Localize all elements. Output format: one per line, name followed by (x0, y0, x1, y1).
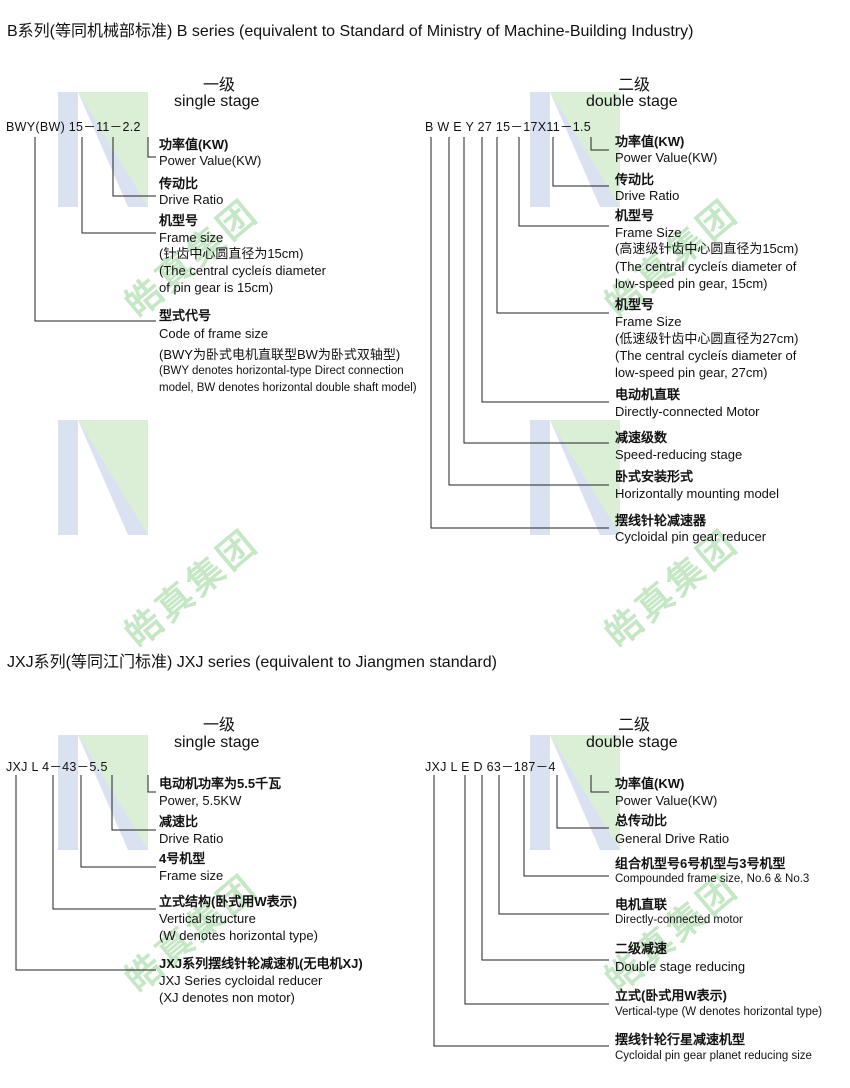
item-en: Compounded frame size, No.6 & No.3 (615, 873, 810, 885)
item-en: Drive Ratio (159, 192, 224, 207)
item-en: Code of frame size (159, 326, 269, 341)
item-cn: 二级减速 (615, 941, 668, 956)
item-note: of pin gear is 15cm) (159, 280, 274, 295)
item-en: Directly-connected motor (615, 914, 743, 926)
stage-heading-en: single stage (174, 734, 260, 751)
item-note: model, BW denotes horizontal double shaf… (159, 382, 417, 394)
item-en: Drive Ratio (615, 188, 680, 203)
logo-watermark (530, 92, 620, 207)
stage-heading-cn: 一级 (203, 77, 236, 94)
item-cn: 电动机功率为5.5千瓦 (159, 776, 282, 791)
item-en: Cycloidal pin gear reducer (615, 529, 767, 544)
item-note: low-speed pin gear, 15cm) (615, 276, 768, 291)
item-en: Vertical-type (W denotes horizontal type… (615, 1006, 823, 1018)
section-title-jxj-series: JXJ系列(等同江门标准) JXJ series (equivalent to … (7, 654, 497, 671)
item-cn: 功率值(KW) (615, 776, 685, 791)
item-en: Directly-connected Motor (615, 404, 760, 419)
item-en: Double stage reducing (615, 959, 746, 974)
item-en: General Drive Ratio (615, 831, 730, 846)
item-cn: 传动比 (615, 172, 655, 187)
item-note: (XJ denotes non motor) (159, 990, 295, 1005)
model-code: BWY(BW) 15－11－2.2 (6, 120, 141, 134)
item-cn: 总传动比 (615, 813, 668, 828)
item-cn: 卧式安装形式 (615, 469, 694, 484)
item-en: Vertical structure (159, 911, 256, 926)
item-en: Frame size (159, 230, 224, 245)
logo-watermark (58, 735, 148, 850)
item-cn: 电机直联 (615, 897, 668, 912)
section-title-b-series: B系列(等同机械部标准) B series (equivalent to Sta… (7, 23, 694, 40)
item-cn: 功率值(KW) (615, 134, 685, 149)
stage-heading-en: double stage (586, 734, 678, 751)
item-cn: 立式结构(卧式用W表示) (159, 894, 297, 909)
model-code: JXJ L 4－43－5.5 (6, 760, 108, 774)
stage-heading-cn: 二级 (618, 717, 651, 734)
item-cn: 电动机直联 (615, 387, 681, 402)
item-cn: 机型号 (615, 297, 655, 312)
item-cn: 减速级数 (615, 430, 668, 445)
item-cn: 立式(卧式用W表示) (615, 988, 727, 1003)
item-note: (针齿中心圆直径为15cm) (159, 246, 304, 261)
item-note: (The central cycleís diameter of (615, 259, 797, 274)
item-en: Speed-reducing stage (615, 447, 743, 462)
item-note: (W denotes horizontal type) (159, 928, 318, 943)
item-note: (高速级针齿中心圆直径为15cm) (615, 241, 799, 256)
item-en: Frame size (159, 868, 224, 883)
item-note: (低速级针齿中心圆直径为27cm) (615, 331, 799, 346)
item-en: Frame Size (615, 314, 682, 329)
item-cn: 4号机型 (159, 851, 206, 866)
item-en: Cycloidal pin gear planet reducing size (615, 1050, 812, 1062)
item-note: (BWY denotes horizontal-type Direct conn… (159, 365, 404, 377)
logo-watermark (530, 420, 620, 535)
item-cn: 型式代号 (159, 308, 212, 323)
item-cn: 摆线针轮行星减速机型 (615, 1032, 746, 1047)
stage-heading-cn: 二级 (618, 77, 651, 94)
item-cn: 组合机型号6号机型与3号机型 (615, 856, 786, 871)
item-en: Drive Ratio (159, 831, 224, 846)
item-cn: 摆线针轮减速器 (615, 513, 707, 528)
item-cn: 机型号 (615, 208, 655, 223)
item-cn: 机型号 (159, 213, 199, 228)
logo-watermark (530, 735, 620, 850)
item-note: (The central cycleís diameter (159, 263, 326, 278)
item-en: Power Value(KW) (159, 153, 262, 168)
item-cn: 功率值(KW) (159, 137, 229, 152)
item-cn: JXJ系列摆线针轮减速机(无电机XJ) (159, 956, 363, 971)
item-en: JXJ Series cycloidal reducer (159, 973, 323, 988)
model-code: JXJ L E D 63－187－4 (425, 760, 556, 774)
stage-heading-en: single stage (174, 93, 260, 110)
model-code: B W E Y 27 15－17X11－1.5 (425, 120, 592, 134)
stage-heading-en: double stage (586, 93, 678, 110)
item-en: Power Value(KW) (615, 793, 718, 808)
stage-heading-cn: 一级 (203, 717, 236, 734)
item-en: Power, 5.5KW (159, 793, 242, 808)
item-cn: 传动比 (159, 176, 199, 191)
item-en: Horizontally mounting model (615, 486, 780, 501)
item-en: Frame Size (615, 225, 682, 240)
item-note: low-speed pin gear, 27cm) (615, 365, 768, 380)
item-note: (The central cycleís diameter of (615, 348, 797, 363)
item-note: (BWY为卧式电机直联型BW为卧式双轴型) (159, 347, 401, 362)
logo-watermark (58, 420, 148, 535)
item-cn: 减速比 (159, 814, 199, 829)
item-en: Power Value(KW) (615, 150, 718, 165)
